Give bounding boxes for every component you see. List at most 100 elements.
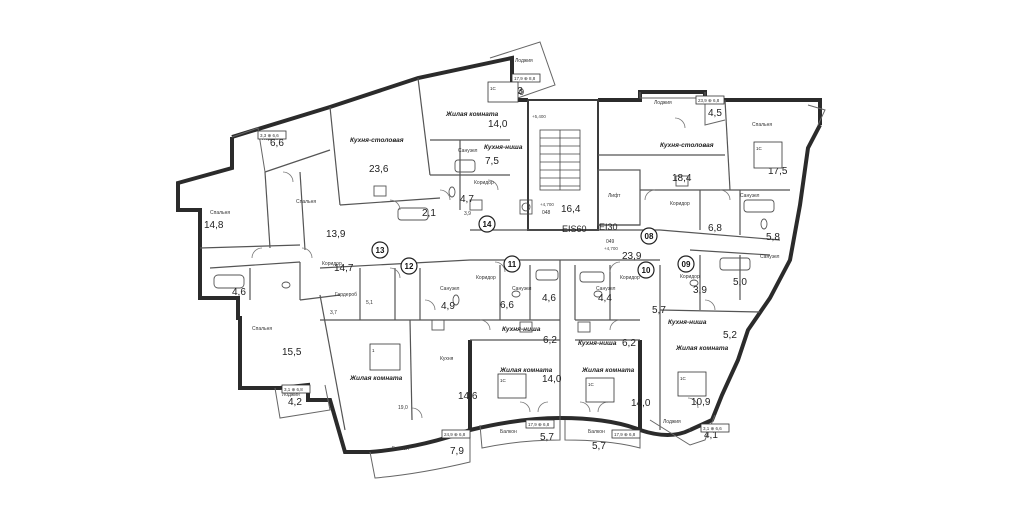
room-wc-center-left: Санузел: [512, 286, 532, 292]
room-kitchen-niche-top: Кухня-ниша: [484, 144, 523, 151]
area-19-0: 19,0: [398, 405, 408, 411]
area-3-9: 3,9: [693, 285, 707, 296]
area-3-9-small: 3,9: [464, 211, 471, 217]
area-5-8: 5,8: [766, 232, 780, 243]
room-corridor-center-right: Коридор: [620, 275, 640, 281]
flat-box-center-right: 1С: [588, 382, 595, 387]
room-lift: Лифт: [608, 193, 621, 199]
svg-text:08: 08: [645, 232, 654, 241]
room-bedroom-lower: Спальня: [252, 326, 272, 332]
area-4-6-bath: 4,6: [232, 287, 246, 298]
area-10-9: 10,9: [691, 397, 711, 408]
room-loggia-lower-left: Лоджия: [282, 392, 300, 398]
apartment-markers: 08 09 10 11 12 13 14: [371, 215, 695, 279]
room-wc-left: Санузел: [440, 286, 460, 292]
room-corridor-top: Коридор: [474, 180, 494, 186]
mark-plus-4700-left: +4,700: [540, 202, 554, 207]
area-4-9: 4,9: [441, 301, 455, 312]
room-kitchen-niche-center-right: Кухня-ниша: [578, 340, 617, 347]
apartment-marker-10: 10: [637, 261, 655, 279]
area-6-2-right: 6,2: [622, 338, 636, 349]
balconies: [231, 41, 826, 479]
area-23-6: 23,6: [369, 164, 389, 175]
area-5-7-right: 5,7: [652, 305, 666, 316]
balcony-dim-tags: 17,9 ⊕ 8,8 23,9 ⊕ 6,8 3,3 ⊕ 6,6 3,1 ⊕ 6,…: [257, 73, 730, 439]
area-5-7-right-balcony: 5,7: [592, 441, 606, 452]
flat-box-top: 1С: [490, 86, 497, 91]
area-6-6-center: 6,6: [500, 300, 514, 311]
room-balcony-center-right: Балкон: [588, 429, 605, 435]
room-names: Жилая комната Кухня-столовая Кухня-ниша …: [210, 58, 780, 452]
flat-box-lower-right: 1С: [680, 376, 687, 381]
marks: +5,400 +4,700 +4,700 048 049 E60 EI30 EI…: [508, 87, 618, 251]
room-bedroom-2: Спальня: [296, 199, 316, 205]
room-kitchen-niche-center-left: Кухня-ниша: [502, 326, 541, 333]
area-4-5: 4,5: [708, 108, 722, 119]
dim-tag-lower-left: 3,1 ⊕ 6,8: [284, 387, 303, 392]
area-18-4: 18,4: [672, 173, 692, 184]
area-14-0-left: 14,0: [542, 374, 562, 385]
room-kitchen: Кухня: [440, 356, 454, 362]
area-5-7-left-balcony: 5,7: [540, 432, 554, 443]
room-loggia-right: Лоджия: [654, 100, 672, 106]
mark-plus-5400: +5,400: [532, 114, 546, 119]
dim-tag-top: 17,9 ⊕ 8,8: [514, 76, 536, 81]
svg-text:09: 09: [682, 260, 691, 269]
area-13-9: 13,9: [326, 229, 346, 240]
room-balcony-left: Балкон: [392, 446, 409, 452]
room-living-center-right: Жилая комната: [581, 367, 635, 374]
area-14-0-right: 14,0: [631, 398, 651, 409]
room-kitchen-niche-right: Кухня-ниша: [668, 319, 707, 326]
room-wc-right: Санузел: [740, 193, 760, 199]
dim-tag-left: 3,3 ⊕ 6,6: [260, 133, 279, 138]
room-bedroom-right: Спальня: [752, 122, 772, 128]
area-6-8: 6,8: [708, 223, 722, 234]
area-7-9: 7,9: [450, 446, 464, 457]
room-corridor-right: Коридор: [670, 201, 690, 207]
area-5-2: 5,2: [723, 330, 737, 341]
room-loggia-top: Лоджия: [515, 58, 533, 64]
room-wc-lower-right: Санузел: [760, 254, 780, 260]
room-kitchen-dining-left: Кухня-столовая: [350, 137, 404, 144]
area-4-4: 4,4: [598, 293, 612, 304]
area-14-0-top: 14,0: [488, 119, 508, 130]
apartment-marker-11: 11: [503, 255, 521, 273]
area-5-1: 5,1: [366, 300, 373, 306]
room-wc-center-right: Санузел: [596, 286, 616, 292]
area-14-6: 14,6: [458, 391, 478, 402]
room-living-left: Жилая комната: [349, 375, 403, 382]
apartment-marker-12: 12: [400, 257, 418, 275]
svg-text:13: 13: [376, 246, 385, 255]
door-swings: [251, 117, 731, 419]
area-4-7: 4,7: [460, 194, 474, 205]
flat-box-left: 1: [372, 348, 375, 353]
room-wardrobe: Гардероб: [335, 292, 357, 298]
dim-tag-bottom-right: 3,1 ⊕ 6,6: [703, 426, 722, 431]
apartment-marker-14: 14: [478, 215, 496, 233]
dim-tag-bottom-left: 24,9 ⊕ 6,8: [444, 432, 466, 437]
room-balcony-center-left: Балкон: [500, 429, 517, 435]
apartment-marker-13: 13: [371, 241, 389, 259]
room-corridor-left: Коридор: [322, 261, 342, 267]
area-14-8: 14,8: [204, 220, 224, 231]
room-corridor-lower-right: Коридор: [680, 274, 700, 280]
area-15-5: 15,5: [282, 347, 302, 358]
area-5-0: 5,0: [733, 277, 747, 288]
area-2-1: 2,1: [422, 208, 436, 219]
room-bedroom-left: Спальня: [210, 210, 230, 216]
svg-text:12: 12: [405, 262, 414, 271]
svg-text:10: 10: [642, 266, 651, 275]
room-living-top: Жилая комната: [445, 111, 499, 118]
dim-tag-bottom-center-left: 17,9 ⊕ 6,8: [528, 422, 550, 427]
fixtures: [213, 159, 775, 333]
room-loggia-lower-right: Лоджия: [663, 419, 681, 425]
area-6-6-loggia: 6,6: [270, 138, 284, 149]
code-eis60: EIS60: [562, 224, 587, 234]
area-6-2-left: 6,2: [543, 335, 557, 346]
area-3-7: 3,7: [330, 310, 337, 316]
mark-048: 048: [542, 210, 551, 216]
flat-box-right: 1С: [756, 146, 763, 151]
mark-plus-4700-right: +4,700: [604, 246, 618, 251]
room-kitchen-dining-right: Кухня-столовая: [660, 142, 714, 149]
